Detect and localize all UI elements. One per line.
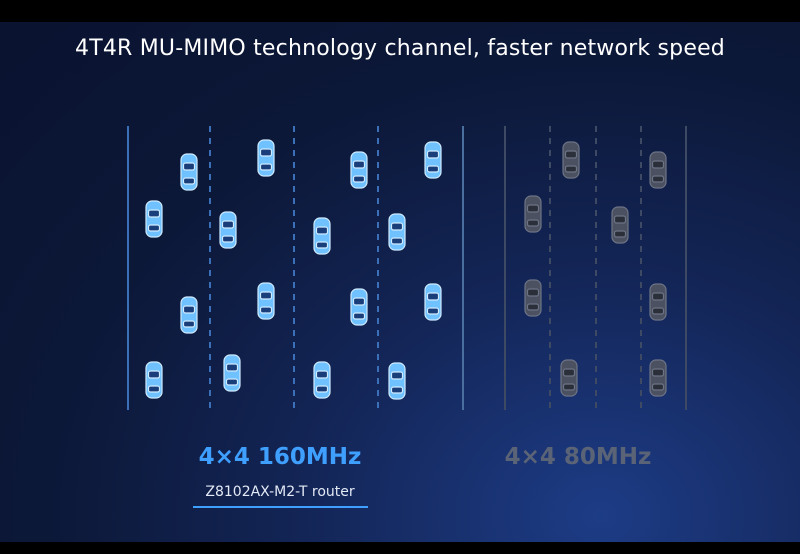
car-icon	[388, 362, 406, 400]
car-icon	[257, 282, 275, 320]
left-bandwidth-label: 4×4 160MHz	[198, 444, 362, 470]
banner-panel: 4T4R MU-MIMO technology channel, faster …	[0, 22, 800, 542]
car-icon	[649, 151, 667, 189]
car-icon	[180, 153, 198, 191]
car-icon	[388, 213, 406, 251]
car-icon	[145, 200, 163, 238]
car-icon	[649, 283, 667, 321]
car-icon	[560, 359, 578, 397]
car-icon	[611, 206, 629, 244]
car-icon	[424, 283, 442, 321]
router-model-label: Z8102AX-M2-T router	[205, 484, 355, 500]
car-icon	[524, 195, 542, 233]
car-icon	[350, 288, 368, 326]
car-icon	[145, 361, 163, 399]
car-icon	[562, 141, 580, 179]
car-icon	[313, 217, 331, 255]
car-icon	[223, 354, 241, 392]
car-icon	[219, 211, 237, 249]
car-icon	[180, 296, 198, 334]
car-icon	[524, 279, 542, 317]
car-icon	[313, 361, 331, 399]
car-icon	[424, 141, 442, 179]
car-icon	[350, 151, 368, 189]
car-icon	[257, 139, 275, 177]
model-underline	[193, 506, 368, 508]
car-icon	[649, 359, 667, 397]
right-bandwidth-label: 4×4 80MHz	[504, 444, 652, 470]
lane-illustration	[127, 126, 687, 410]
headline: 4T4R MU-MIMO technology channel, faster …	[75, 36, 725, 61]
